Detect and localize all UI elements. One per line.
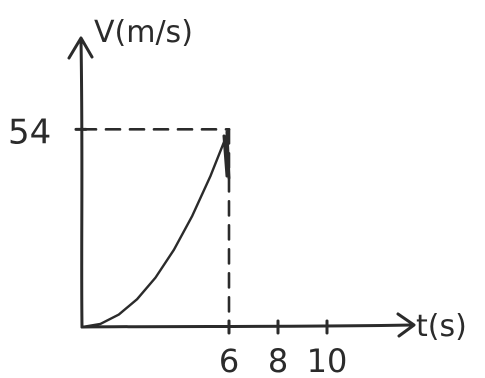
axes xyxy=(67,36,416,338)
curve-end-scribble xyxy=(222,130,231,180)
x-axis-arrowhead xyxy=(396,312,416,338)
axis-labels: V(m/s) t(s) xyxy=(94,15,467,344)
x-axis xyxy=(80,323,414,329)
tick-marks xyxy=(74,127,329,335)
x-tick-label-10: 10 xyxy=(307,342,348,378)
series-line-0 xyxy=(80,128,231,329)
x-axis-label: t(s) xyxy=(416,309,467,344)
y-axis-label: V(m/s) xyxy=(94,15,193,50)
x-tick-label-6: 6 xyxy=(219,342,239,378)
x-tick-label-8: 8 xyxy=(268,342,288,378)
guide-lines xyxy=(80,128,231,329)
y-axis-arrowhead xyxy=(67,36,94,60)
data-series xyxy=(80,128,231,329)
y-axis xyxy=(79,38,84,329)
curve-end-stroke xyxy=(222,130,231,180)
y-tick-label-54: 54 xyxy=(8,112,51,152)
